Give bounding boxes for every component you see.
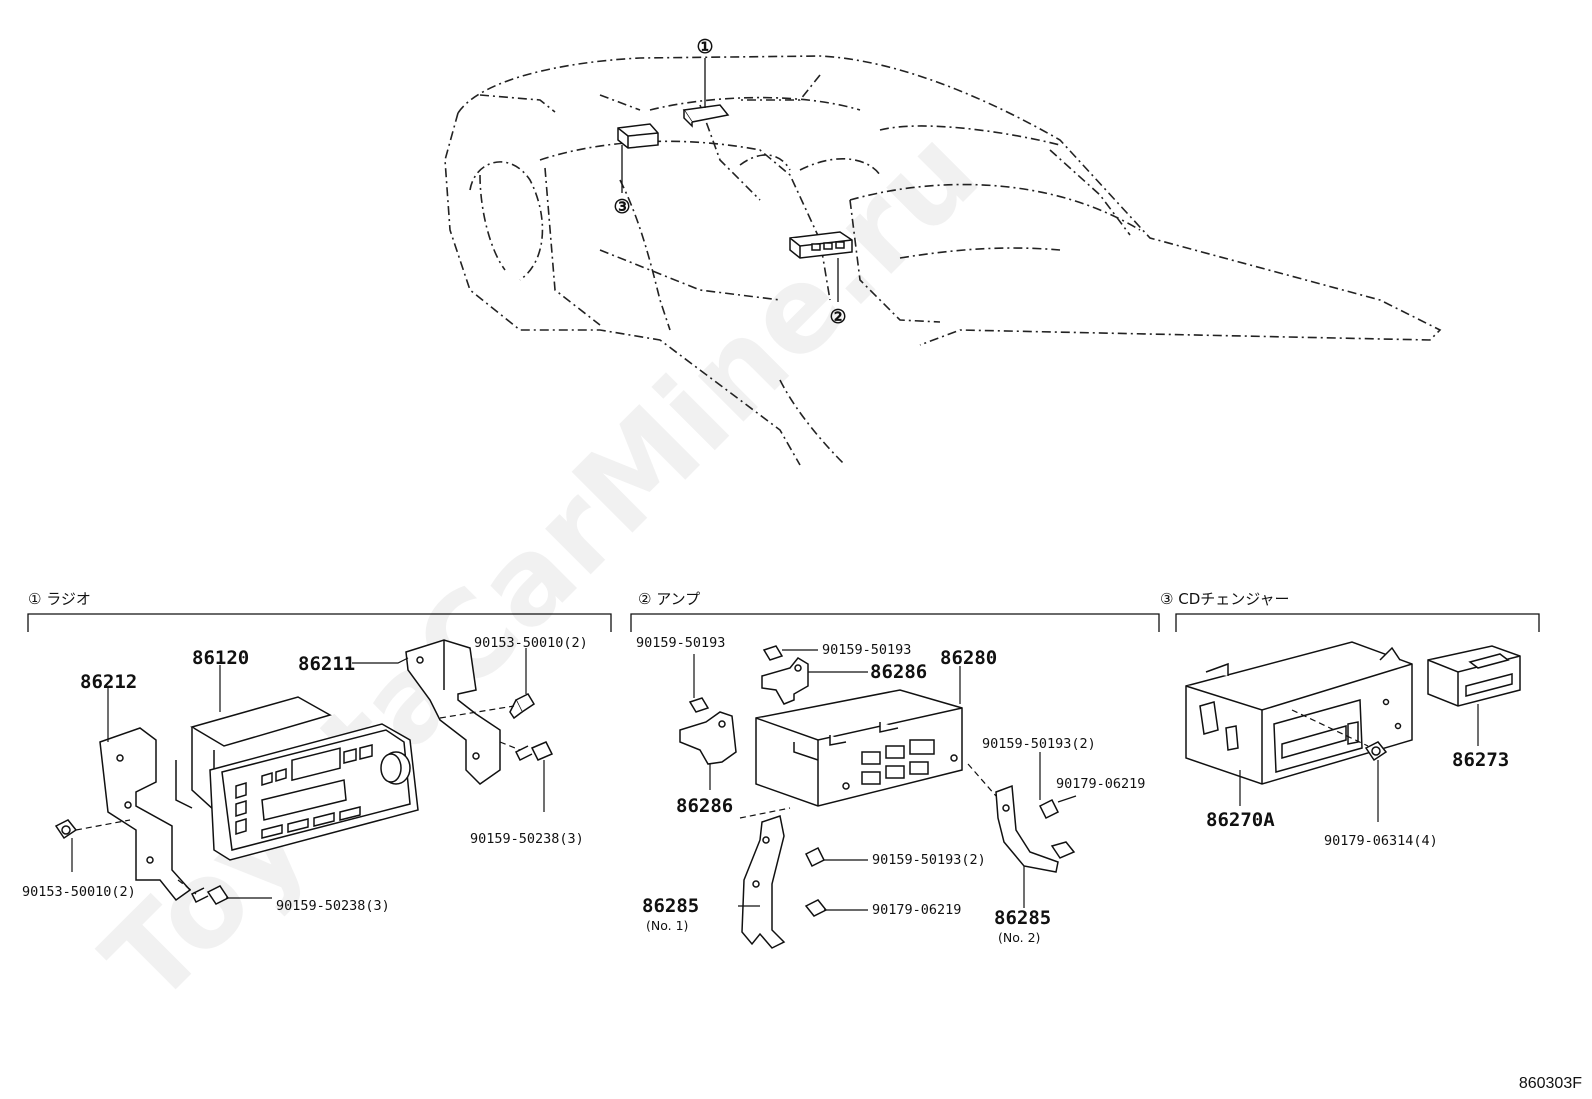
radio-leaders [71, 648, 545, 899]
section-title-amp: ② アンプ [638, 590, 700, 608]
bolt-left [190, 885, 230, 905]
cd-leaders [1239, 704, 1479, 822]
amp-fasteners [688, 645, 1076, 917]
label-90153-50010-top: 90153-50010(2) [474, 635, 588, 651]
label-90159-50193-a: 90159-50193 [636, 635, 725, 651]
stay-86285-no1-drawing [741, 815, 786, 949]
label-86270a: 86270A [1206, 809, 1275, 831]
radio-head-unit-drawing [175, 696, 419, 861]
label-90159-50193-c: 90159-50193(2) [982, 736, 1096, 752]
bracket-86286-top-drawing [761, 657, 809, 705]
label-90159-50238-left: 90159-50238(3) [276, 898, 390, 914]
label-90159-50193-b: 90159-50193 [822, 642, 911, 658]
label-86285-no1-note: (No. 1) [646, 918, 688, 933]
label-86285-no2: 86285 [994, 907, 1051, 929]
screw-left [54, 819, 78, 840]
label-90159-50193-d: 90159-50193(2) [872, 852, 986, 868]
car-marker-cd: ③ [613, 196, 630, 218]
car-marker-amp: ② [829, 306, 846, 328]
section-title-cd: ③ CDチェンジャー [1160, 590, 1290, 608]
car-marker-radio: ① [696, 36, 713, 58]
label-90179-06219-a: 90179-06219 [1056, 776, 1145, 792]
section-title-radio: ① ラジオ [28, 590, 91, 608]
label-86285-no1: 86285 [642, 895, 699, 917]
bolt-right [514, 741, 554, 762]
bracket-86211-drawing [405, 639, 501, 785]
cd-magazine-86273-drawing [1427, 645, 1521, 707]
label-90179-06314: 90179-06314(4) [1324, 833, 1438, 849]
label-90153-50010-left: 90153-50010(2) [22, 884, 136, 900]
amplifier-86280-drawing [755, 689, 963, 807]
label-86285-no2-note: (No. 2) [998, 930, 1040, 945]
bracket-86286-left-drawing [679, 711, 737, 765]
label-86286-top: 86286 [870, 661, 927, 683]
car-outline [444, 55, 1442, 466]
amp-leaders [693, 649, 1077, 911]
label-86120: 86120 [192, 647, 249, 669]
figure-code: 860303F [1519, 1075, 1582, 1092]
label-86280: 86280 [940, 647, 997, 669]
car-radio-location [682, 104, 730, 128]
label-86286-left: 86286 [676, 795, 733, 817]
car-amp-location [789, 231, 853, 259]
car-cd-location [617, 123, 659, 149]
label-90159-50238-right: 90159-50238(3) [470, 831, 584, 847]
label-86212: 86212 [80, 671, 137, 693]
label-90179-06219-b: 90179-06219 [872, 902, 961, 918]
bracket-86212-drawing [99, 727, 192, 902]
label-86211: 86211 [298, 653, 355, 675]
stay-86285-no2-drawing [995, 784, 1059, 873]
cd-changer-86270a-drawing [1185, 641, 1413, 785]
label-86273: 86273 [1452, 749, 1509, 771]
section-brackets [27, 613, 1540, 632]
cd-nut [1364, 741, 1388, 762]
car-leader-lines [621, 58, 839, 302]
